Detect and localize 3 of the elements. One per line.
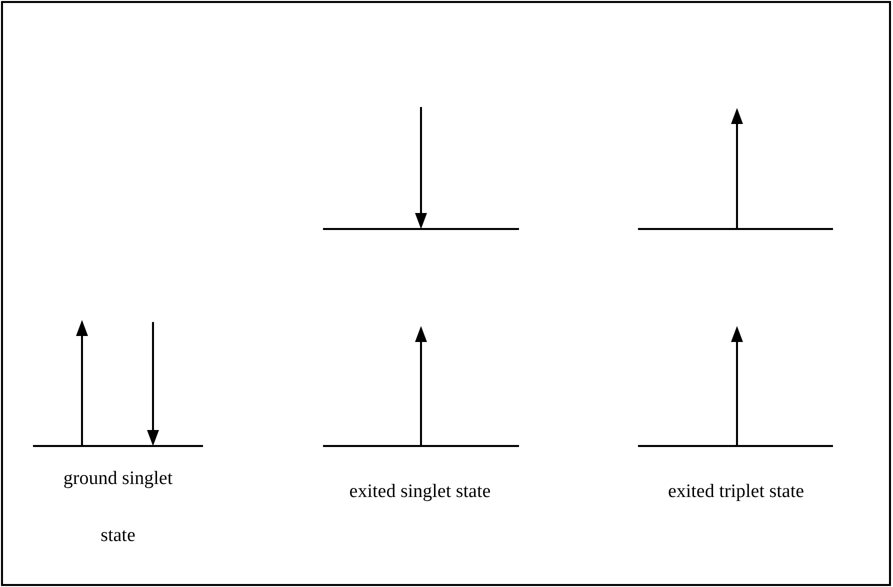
state-label: ground singlet state <box>63 467 173 548</box>
state-label: exited triplet state <box>666 480 806 504</box>
state-label: exited singlet state <box>348 480 492 504</box>
